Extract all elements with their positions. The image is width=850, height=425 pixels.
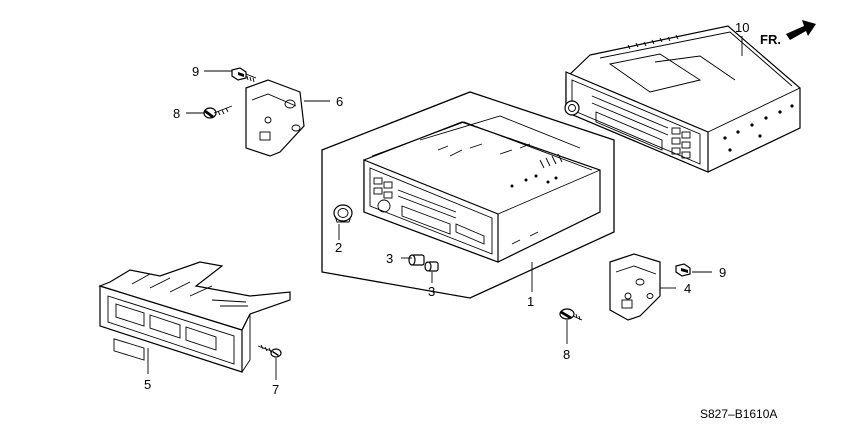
- small-knobs-3: [401, 254, 439, 283]
- bracket-4: [609, 253, 676, 321]
- knob-2: [333, 204, 353, 240]
- callout-8b: 8: [563, 347, 570, 362]
- drawing-code: S827–B1610A: [700, 407, 777, 421]
- callout-6: 6: [336, 94, 343, 109]
- callout-8a: 8: [173, 106, 180, 121]
- callout-1: 1: [527, 294, 534, 309]
- arrow-icon: [786, 20, 816, 40]
- bracket-6: [245, 79, 330, 157]
- radio-assembly-box-1: [321, 91, 615, 299]
- direction-label: FR.: [760, 32, 781, 47]
- screw-icon: [203, 105, 233, 119]
- screw-8-lower: [559, 308, 583, 344]
- pocket-panel-5: [98, 261, 291, 374]
- screw-7: [257, 344, 282, 380]
- callout-4: 4: [684, 281, 691, 296]
- knob-icon: [333, 204, 353, 223]
- callout-2: 2: [335, 240, 342, 255]
- callout-5: 5: [144, 377, 151, 392]
- callout-3b: 3: [428, 284, 435, 299]
- callout-9a: 9: [192, 64, 199, 79]
- radio-unit-10: [564, 25, 801, 173]
- callout-9b: 9: [719, 265, 726, 280]
- bolt-9-right: [675, 263, 712, 277]
- callout-3a: 3: [386, 251, 393, 266]
- screw-8-upper: [186, 105, 233, 119]
- front-direction-indicator: FR.: [760, 20, 816, 47]
- callout-10: 10: [735, 20, 749, 35]
- bolt-9-upper: [204, 67, 257, 83]
- bolt-icon: [231, 67, 257, 83]
- callout-7: 7: [272, 382, 279, 397]
